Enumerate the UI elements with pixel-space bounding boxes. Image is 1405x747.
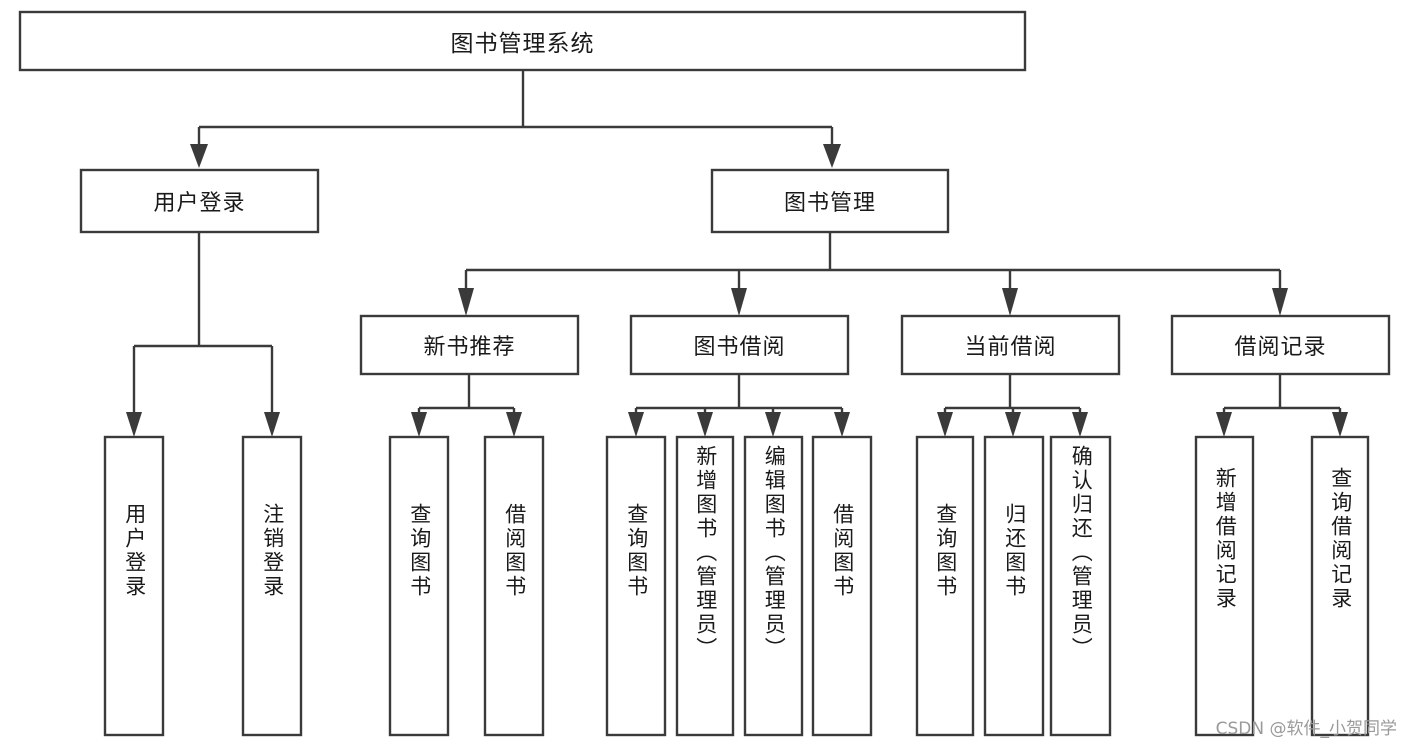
node-box-logout-leaf[interactable] [241, 435, 303, 737]
edge-borrowrecords-to-leaves [1216, 374, 1348, 437]
node-box-book-management[interactable] [710, 168, 950, 234]
node-box-bb-edit-book[interactable] [743, 435, 804, 737]
node-box-br-query-record[interactable] [1310, 435, 1370, 737]
node-box-user-login[interactable] [79, 168, 320, 234]
node-box-cb-confirm-return[interactable] [1049, 435, 1112, 737]
node-box-borrow-records[interactable] [1170, 314, 1391, 376]
edge-bookmgmt-to-level3 [458, 232, 1288, 316]
edge-newbook-to-leaves [411, 374, 522, 437]
node-box-bb-borrow-book[interactable] [811, 435, 873, 737]
node-box-cb-return-book[interactable] [983, 435, 1045, 737]
node-box-new-book-recommend[interactable] [359, 314, 580, 376]
node-box-nb-query-book[interactable] [388, 435, 450, 737]
edge-userlogin-to-leaves [126, 232, 280, 437]
edge-currentborrow-to-leaves [937, 374, 1088, 437]
edge-root-to-level2 [190, 70, 841, 168]
node-box-book-borrow[interactable] [629, 314, 850, 376]
node-box-user-login-leaf[interactable] [103, 435, 165, 737]
node-box-current-borrow[interactable] [900, 314, 1121, 376]
node-box-root[interactable] [18, 10, 1027, 72]
node-box-bb-add-book[interactable] [675, 435, 735, 737]
node-box-bb-query-book[interactable] [605, 435, 667, 737]
node-box-nb-borrow-book[interactable] [483, 435, 545, 737]
node-box-br-add-record[interactable] [1194, 435, 1255, 737]
edge-bookborrow-to-leaves [628, 374, 850, 437]
node-box-cb-query-book[interactable] [915, 435, 975, 737]
